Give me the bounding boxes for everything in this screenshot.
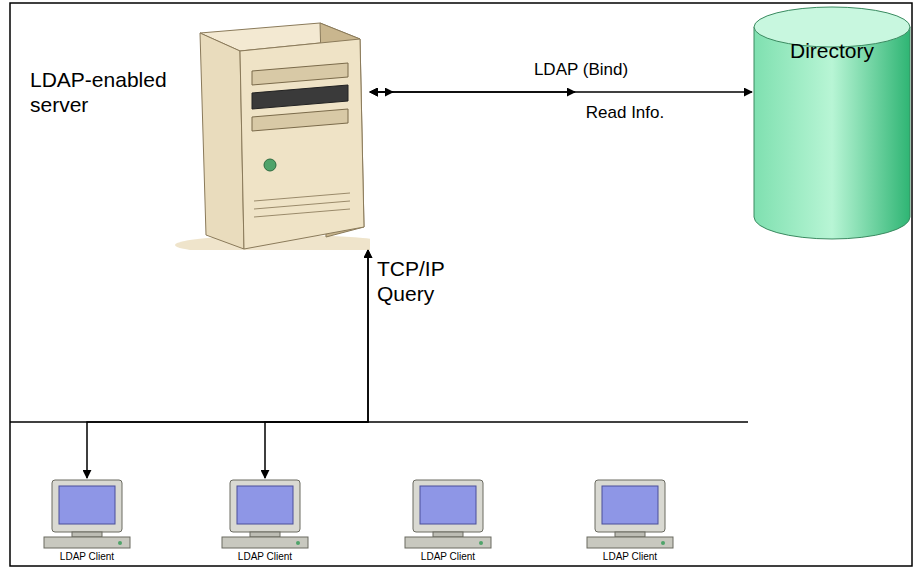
node-label: Directory bbox=[752, 39, 912, 63]
edge-label: LDAP (Bind) bbox=[534, 60, 628, 80]
frame-border bbox=[10, 3, 912, 566]
connector-arrow bbox=[370, 91, 575, 93]
client-computer: LDAP Client bbox=[210, 478, 320, 564]
directory-cylinder: Directory bbox=[752, 5, 912, 245]
connector-arrow bbox=[87, 250, 368, 478]
node-label: LDAP-enabled server bbox=[30, 67, 200, 117]
node-label: LDAP Client bbox=[210, 551, 320, 562]
server-art bbox=[30, 5, 370, 250]
annotation-label: TCP/IP Query bbox=[377, 256, 487, 306]
node-label: LDAP Client bbox=[32, 551, 142, 562]
client-computer: LDAP Client bbox=[575, 478, 685, 564]
client-computer: LDAP Client bbox=[32, 478, 142, 564]
server: LDAP-enabled server bbox=[30, 5, 370, 250]
node-label: LDAP Client bbox=[393, 551, 503, 562]
connector-arrow bbox=[265, 250, 368, 478]
node-label: LDAP Client bbox=[575, 551, 685, 562]
annotation-label: Read Info. bbox=[586, 103, 664, 123]
client-computer: LDAP Client bbox=[393, 478, 503, 564]
connector-arrow bbox=[370, 91, 752, 93]
